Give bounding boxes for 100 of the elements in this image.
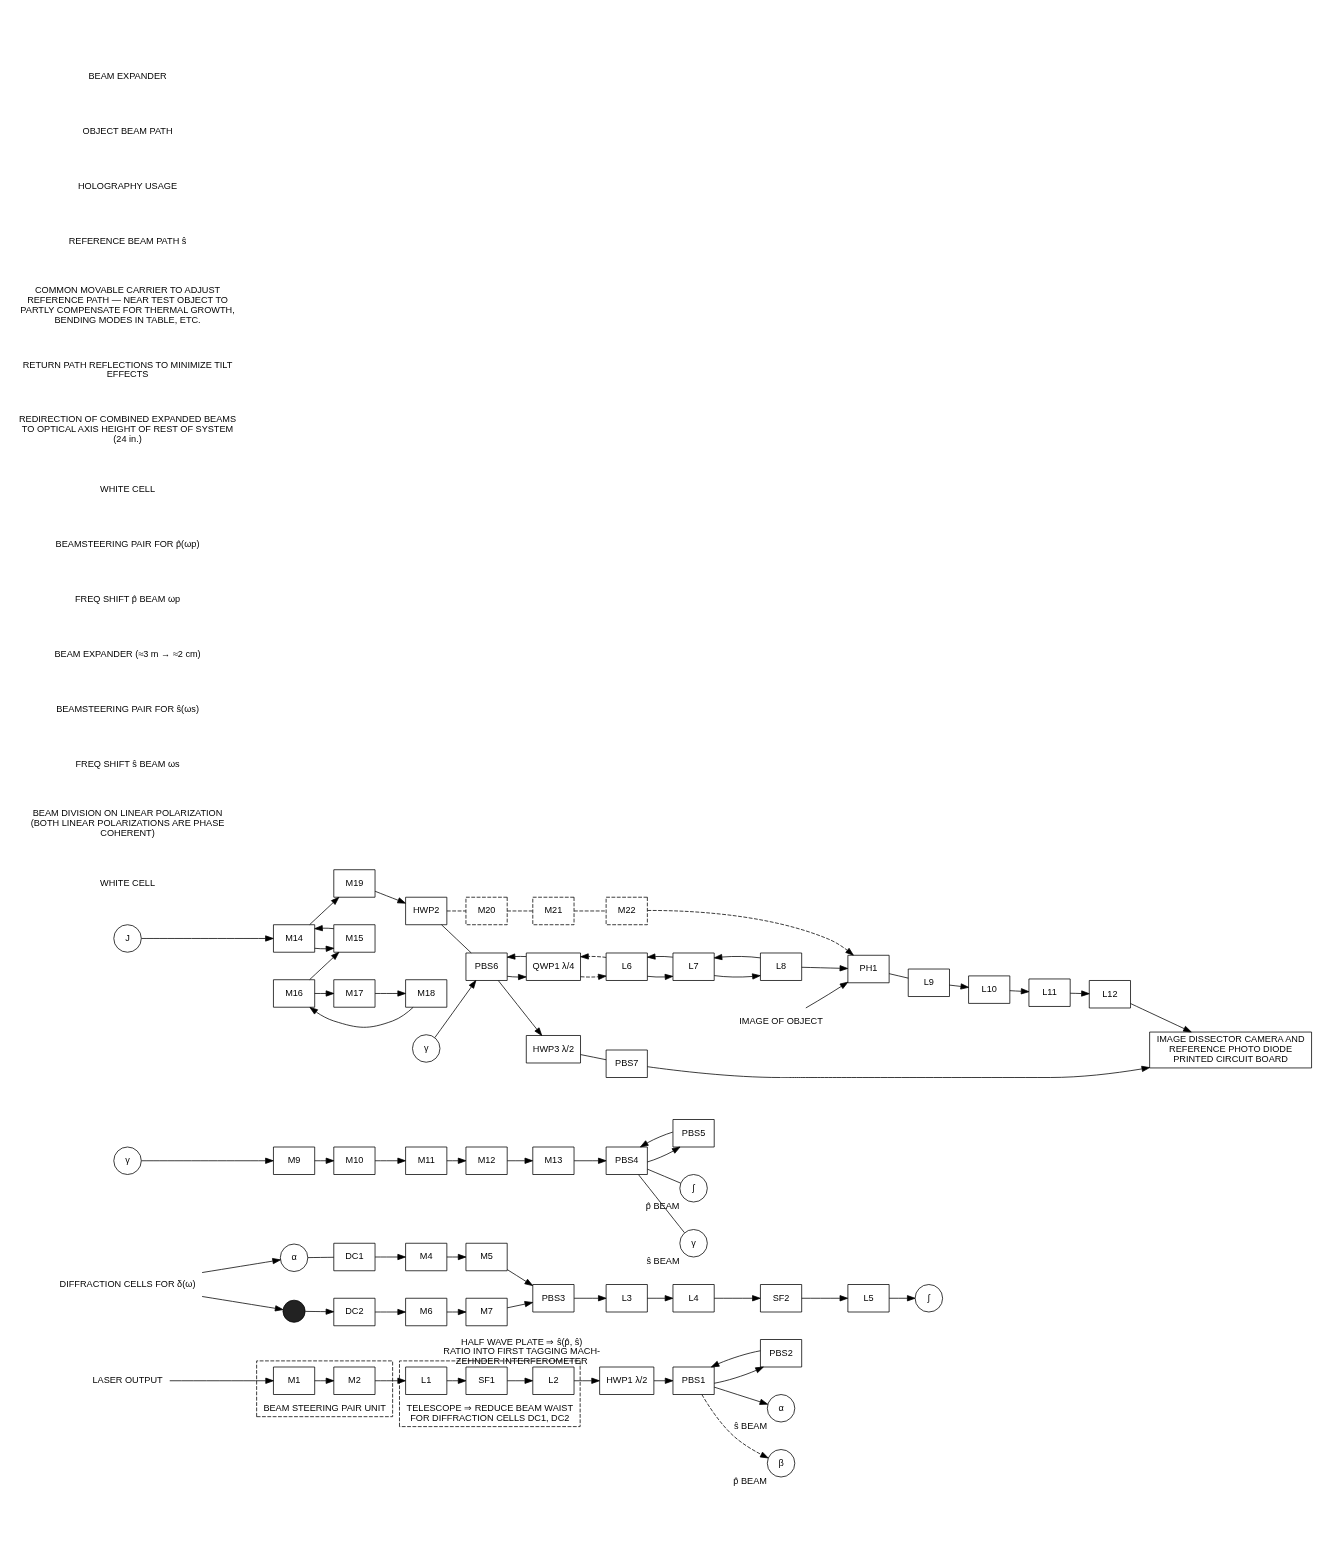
node-box: L7 (672, 952, 715, 981)
node-box: M11 (405, 1146, 448, 1175)
node-box: PBS4 (605, 1146, 648, 1175)
arrow (374, 1253, 406, 1261)
arrow (1130, 1003, 1192, 1033)
arrow (309, 896, 340, 925)
node-box: PBS6 (465, 952, 508, 981)
arrow (710, 1350, 761, 1368)
connector (307, 1256, 335, 1258)
node-box: M2 (333, 1366, 376, 1395)
arrow (647, 1065, 1150, 1078)
node-box: HWP1 λ/2 (599, 1366, 655, 1395)
label: OBJECT BEAM PATH (82, 126, 173, 137)
label: BEAM EXPANDER (≈3 m → ≈2 cm) (54, 648, 201, 659)
arrow (573, 1157, 607, 1164)
node-box: M16 (273, 979, 316, 1008)
arrow (506, 1269, 533, 1286)
label: BEAM EXPANDER (88, 71, 167, 82)
arrow (201, 1258, 281, 1273)
label: BEAMSTEERING PAIR FOR ŝ(ωs) (56, 703, 199, 714)
node-text: IMAGE OF OBJECT (739, 1016, 823, 1027)
arrow (713, 1366, 764, 1384)
node-box: M15 (333, 924, 376, 953)
arrow (374, 1157, 406, 1164)
arrow (713, 973, 761, 980)
arrow (314, 1377, 335, 1384)
node-box: L4 (672, 1284, 715, 1313)
arrow (506, 1377, 533, 1384)
arrow (374, 990, 406, 997)
arrow (446, 1253, 467, 1261)
arrow (374, 1377, 406, 1384)
node-circle: β (766, 1449, 796, 1478)
node-box: HWP2 (405, 896, 448, 926)
arrow (304, 1308, 335, 1315)
node-box: SF2 (760, 1284, 803, 1313)
label: RETURN PATH REFLECTIONS TO MINIMIZE TILT EFFECTS (22, 359, 233, 380)
node-box: L1 (405, 1366, 448, 1395)
arrow (888, 1295, 916, 1302)
connector (441, 924, 472, 954)
node-box: M6 (405, 1297, 448, 1327)
arrow (653, 1377, 674, 1384)
arrow (647, 1295, 674, 1302)
label: COMMON MOVABLE CARRIER TO ADJUST REFERENCE PATH — NEAR TEST OBJECT TO PARTLY COMPENSATE FOR THERMAL GROWTH, BENDING MODES IN TABLE, ETC. (20, 285, 235, 326)
node-box: M20 (465, 896, 508, 926)
label: REFERENCE BEAM PATH ŝ (68, 236, 187, 247)
node-label: p̂ BEAM (733, 1476, 767, 1487)
arrow (580, 953, 607, 960)
node-box: M19 (333, 869, 376, 898)
node-box: PBS3 (532, 1284, 575, 1313)
node-box: QWP1 λ/4 (525, 952, 581, 981)
node-circle: γ (679, 1229, 708, 1258)
node-box: M12 (465, 1146, 508, 1175)
arrow (506, 953, 527, 960)
arrow (713, 1386, 769, 1405)
arrow (647, 910, 854, 956)
arrow (580, 973, 607, 980)
node-box: L10 (968, 975, 1011, 1004)
node-box: M5 (465, 1242, 508, 1272)
node-circle: J (113, 924, 142, 953)
node-box: M4 (405, 1242, 448, 1272)
node-box: PBS5 (672, 1119, 715, 1148)
connector (580, 1054, 607, 1061)
arrow (647, 953, 674, 960)
node-circle: α (279, 1243, 309, 1272)
label: REDIRECTION OF COMBINED EXPANDED BEAMS TO OPTICAL AXIS HEIGHT OF REST OF SYSTEM (24 in.) (19, 414, 237, 445)
arrow (506, 1301, 533, 1309)
node-box: M21 (532, 896, 575, 926)
arrow (446, 1157, 467, 1164)
node-box: HWP3 λ/2 (525, 1035, 581, 1064)
node-box: M14 (273, 924, 316, 953)
node-box: M1 (273, 1366, 316, 1395)
arrow (801, 1295, 848, 1302)
arrow (314, 1157, 335, 1164)
node-box: PBS2 (760, 1339, 803, 1368)
node-box: L9 (907, 968, 950, 997)
arrow (573, 1377, 600, 1384)
node-box: M22 (605, 896, 648, 926)
arrow (374, 1308, 406, 1316)
node-box: L2 (532, 1366, 575, 1395)
node-circle: ʃ (914, 1284, 943, 1313)
arrow (506, 974, 527, 981)
arrow (169, 1377, 274, 1384)
node-circle (282, 1299, 306, 1323)
node-box: M13 (532, 1146, 575, 1175)
arrow (801, 965, 848, 972)
arrow (640, 1131, 674, 1148)
arrow (309, 951, 340, 980)
arrow (434, 980, 477, 1038)
node-box: L12 (1088, 980, 1131, 1009)
connector (888, 973, 909, 979)
node-text: LASER OUTPUT (92, 1375, 163, 1386)
arrow (314, 945, 335, 952)
node-box: M7 (465, 1297, 508, 1327)
node-box: M10 (333, 1146, 376, 1175)
arrow (713, 1295, 761, 1302)
connector (638, 1174, 685, 1233)
node-label: ŝ BEAM (733, 1421, 768, 1432)
arrow (1009, 988, 1030, 995)
node-label: ŝ BEAM (646, 1256, 680, 1267)
node-circle: α (766, 1394, 796, 1423)
